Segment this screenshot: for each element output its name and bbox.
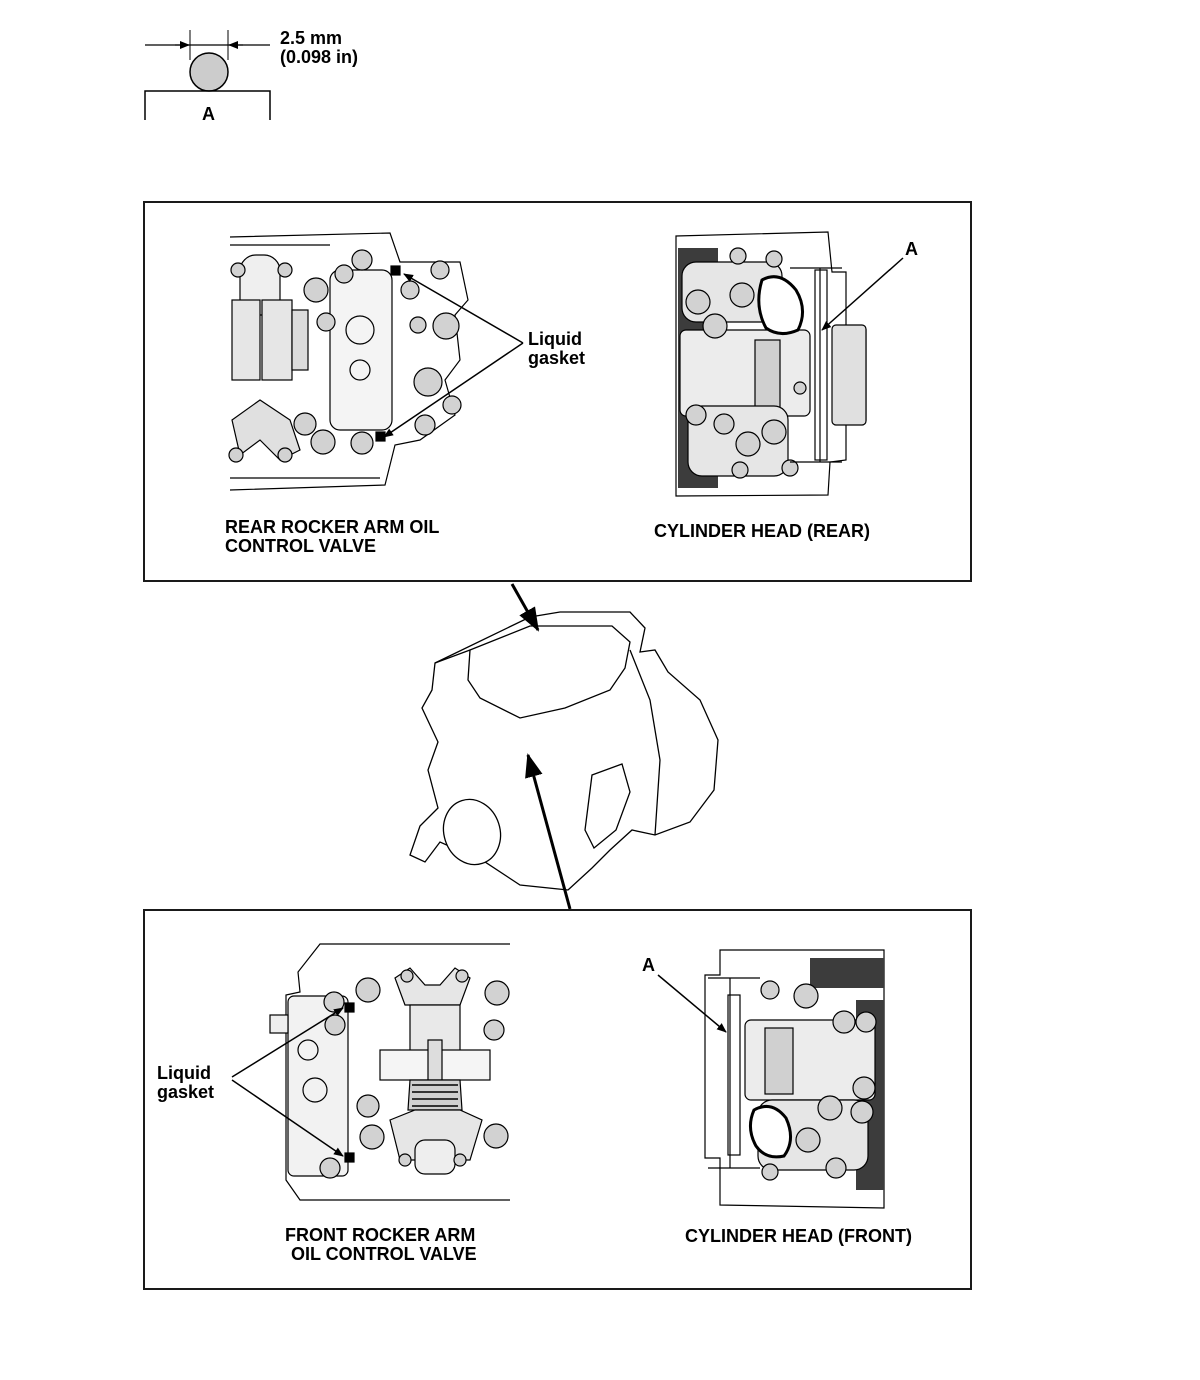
rear-valve-illustration bbox=[228, 232, 469, 491]
rear-gasket-label-line1: Liquid bbox=[528, 329, 582, 349]
rear-callout-a: A bbox=[905, 239, 918, 259]
rear-valve-title-line1: REAR ROCKER ARM OIL bbox=[225, 517, 440, 537]
front-valve-title-line1: FRONT ROCKER ARM bbox=[285, 1225, 476, 1245]
front-valve-title-line2: OIL CONTROL VALVE bbox=[291, 1244, 477, 1264]
front-head-illustration bbox=[704, 949, 885, 1209]
front-panel bbox=[143, 909, 972, 1290]
gasket-bead-circle bbox=[189, 52, 229, 92]
rear-panel bbox=[143, 201, 972, 582]
gasket-point bbox=[344, 1002, 355, 1013]
bead-label-a: A bbox=[202, 104, 215, 124]
callout-lines bbox=[231, 257, 904, 1157]
front-locator-arrow bbox=[525, 753, 572, 910]
gasket-point bbox=[344, 1152, 355, 1163]
rear-gasket-label-line2: gasket bbox=[528, 348, 586, 368]
front-callout-a: A bbox=[642, 955, 655, 975]
front-gasket-label-line2: gasket bbox=[157, 1082, 215, 1102]
front-head-title: CYLINDER HEAD (FRONT) bbox=[685, 1226, 912, 1246]
front-gasket-label-line1: Liquid bbox=[157, 1063, 211, 1083]
bead-spec-detail bbox=[144, 30, 271, 120]
rear-head-title: CYLINDER HEAD (REAR) bbox=[654, 521, 870, 541]
locator-arrows bbox=[510, 583, 572, 910]
rear-locator-arrow bbox=[510, 583, 540, 632]
gasket-point bbox=[390, 265, 401, 276]
rear-head-illustration bbox=[675, 231, 867, 497]
bead-dimension-in: (0.098 in) bbox=[280, 47, 359, 67]
engine-outline bbox=[409, 611, 719, 891]
rear-valve-title-line2: CONTROL VALVE bbox=[225, 536, 377, 556]
bead-dimension-mm: 2.5 mm bbox=[280, 28, 343, 48]
mating-surface bbox=[144, 90, 271, 120]
